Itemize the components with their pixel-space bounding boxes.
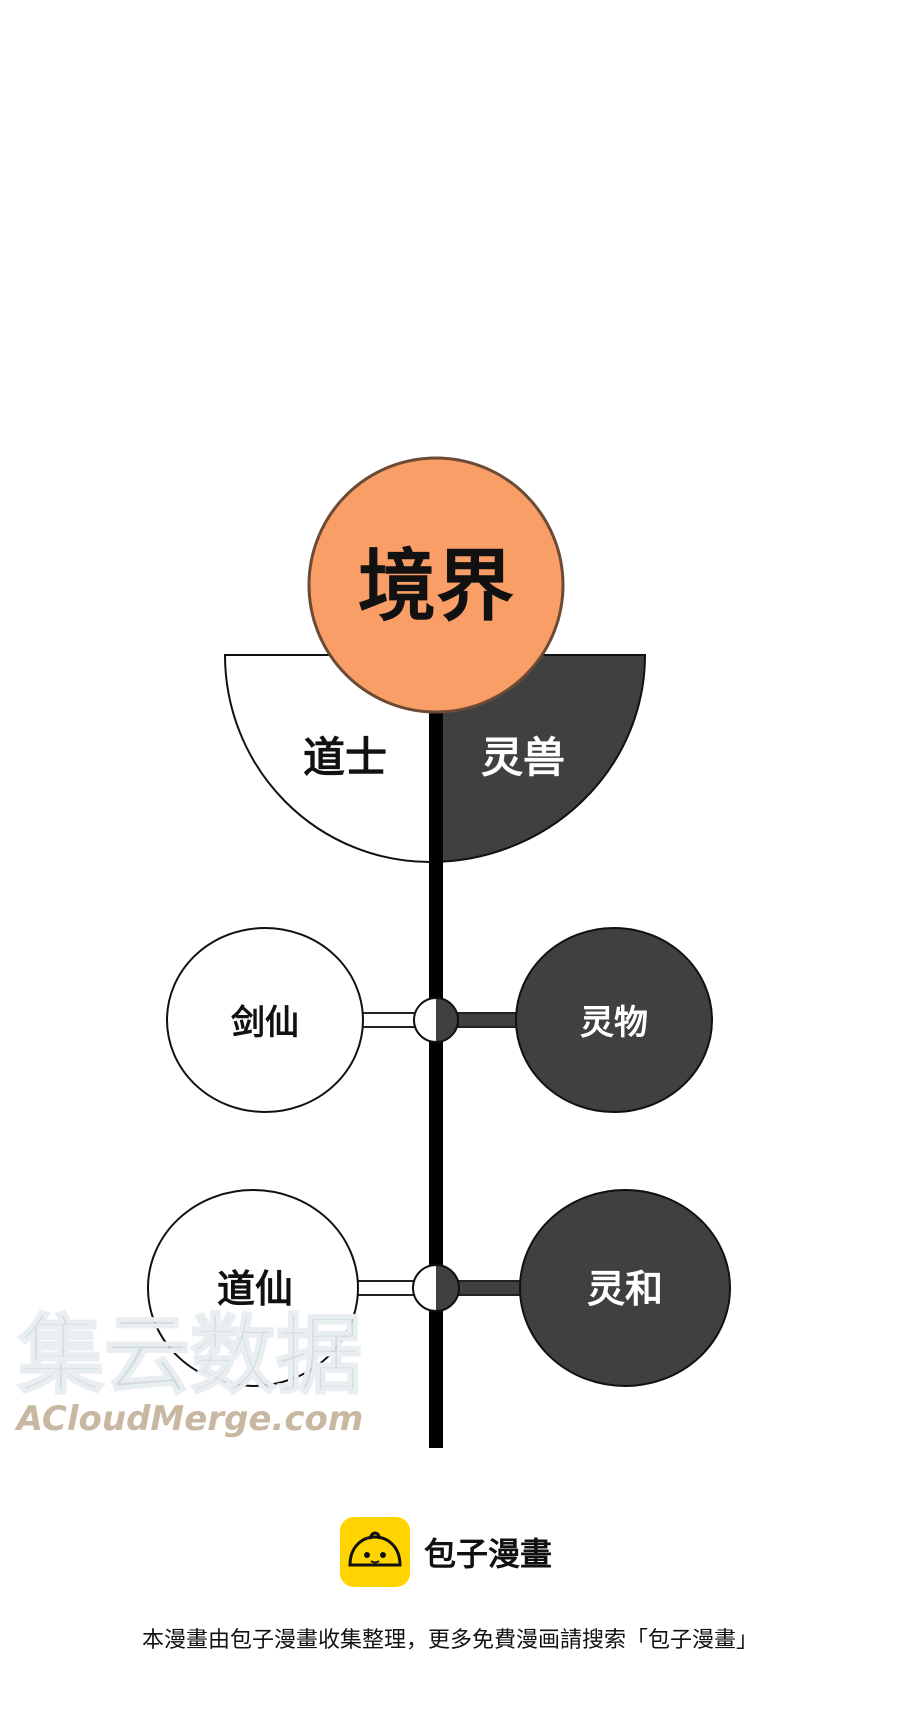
daoshi-half-circle: [223, 654, 431, 864]
footer-brand: 包子漫畫: [340, 1517, 552, 1587]
lingwu-label: 灵物: [580, 1003, 648, 1043]
watermark-cn: 集云数据: [17, 1306, 362, 1406]
jianxian-label: 剑仙: [231, 1003, 299, 1043]
row1-node-left-half: [414, 998, 436, 1042]
row1-junction-node: [413, 997, 459, 1043]
lingshou-half-circle: [429, 654, 647, 864]
footer-note: 本漫畫由包子漫畫收集整理，更多免費漫画請搜索「包子漫畫」: [141, 1628, 758, 1653]
daoshi-label: 道士: [303, 733, 387, 782]
row1-left-connector: [361, 1012, 417, 1028]
brand-name: 包子漫畫: [424, 1535, 553, 1573]
row2-left-connector: [354, 1280, 416, 1296]
lingwu-circle: [515, 927, 713, 1113]
linghe-label: 灵和: [587, 1267, 663, 1311]
baozi-logo-icon: [340, 1517, 410, 1587]
central-stem: [429, 700, 443, 1448]
jianxian-circle: [166, 927, 364, 1113]
daoxian-circle: [147, 1189, 359, 1387]
row1-right-connector: [457, 1012, 519, 1028]
realm-root-label: 境界: [358, 542, 514, 632]
realm-root-circle: [307, 456, 565, 714]
daoxian-label: 道仙: [217, 1267, 293, 1311]
row2-junction-node: [412, 1264, 460, 1312]
row1-node-right-half: [436, 998, 458, 1042]
linghe-circle: [519, 1189, 731, 1387]
row2-right-connector: [456, 1280, 523, 1296]
row2-node-left-half: [413, 1265, 436, 1311]
lingshou-label: 灵兽: [481, 733, 565, 782]
watermark-en: ACloudMerge.com: [14, 1399, 364, 1439]
row2-node-right-half: [436, 1265, 459, 1311]
